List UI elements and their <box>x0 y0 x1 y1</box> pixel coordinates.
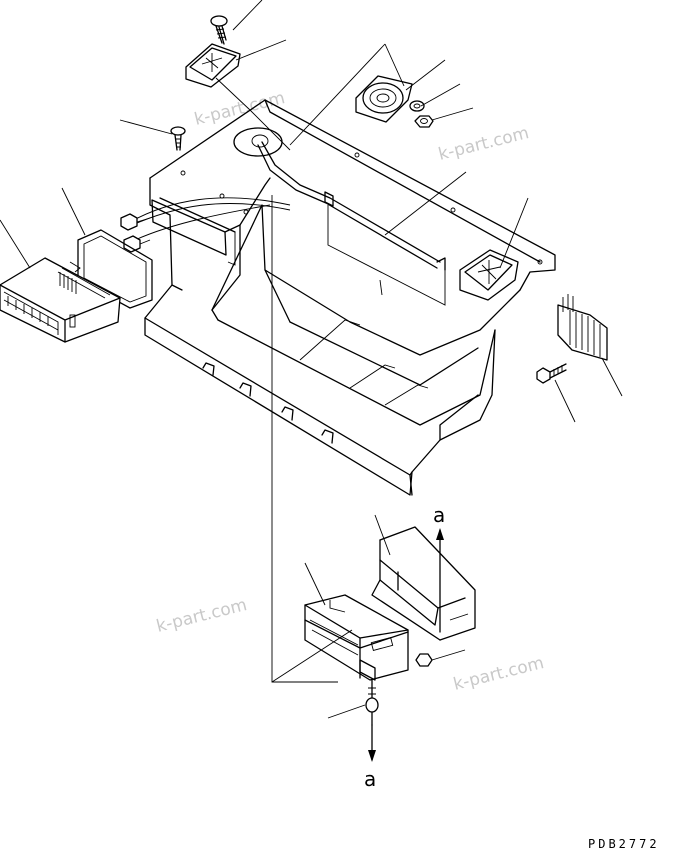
watermark-2: k-part.com <box>436 123 531 165</box>
wire-harness <box>129 141 446 306</box>
radio-unit <box>0 257 121 343</box>
label-a-top: a <box>433 503 445 527</box>
left-screw <box>170 126 186 151</box>
watermark-1: k-part.com <box>192 88 287 130</box>
resistor-block <box>557 294 608 361</box>
antenna-connector <box>365 679 379 726</box>
top-screw <box>210 15 228 45</box>
watermark-4: k-part.com <box>451 653 546 695</box>
speaker-right <box>459 249 519 301</box>
drawing-code: PDB2772 <box>588 837 660 851</box>
receiver-case <box>304 594 409 681</box>
console-panel <box>144 99 556 496</box>
nut <box>414 115 434 128</box>
arrow-a-top: a <box>433 503 445 633</box>
washer <box>409 100 425 112</box>
mounting-bracket <box>371 526 476 641</box>
label-a-bottom: a <box>364 767 376 791</box>
watermark-3: k-part.com <box>154 595 249 637</box>
lower-nut <box>415 653 433 667</box>
group-lines <box>271 195 353 683</box>
speaker-top-left <box>185 43 241 88</box>
right-bolt <box>536 363 567 384</box>
speaker-top-right <box>355 75 413 123</box>
connectors <box>120 213 151 253</box>
arrow-a-bottom: a <box>364 724 376 791</box>
leader-lines <box>0 0 623 719</box>
